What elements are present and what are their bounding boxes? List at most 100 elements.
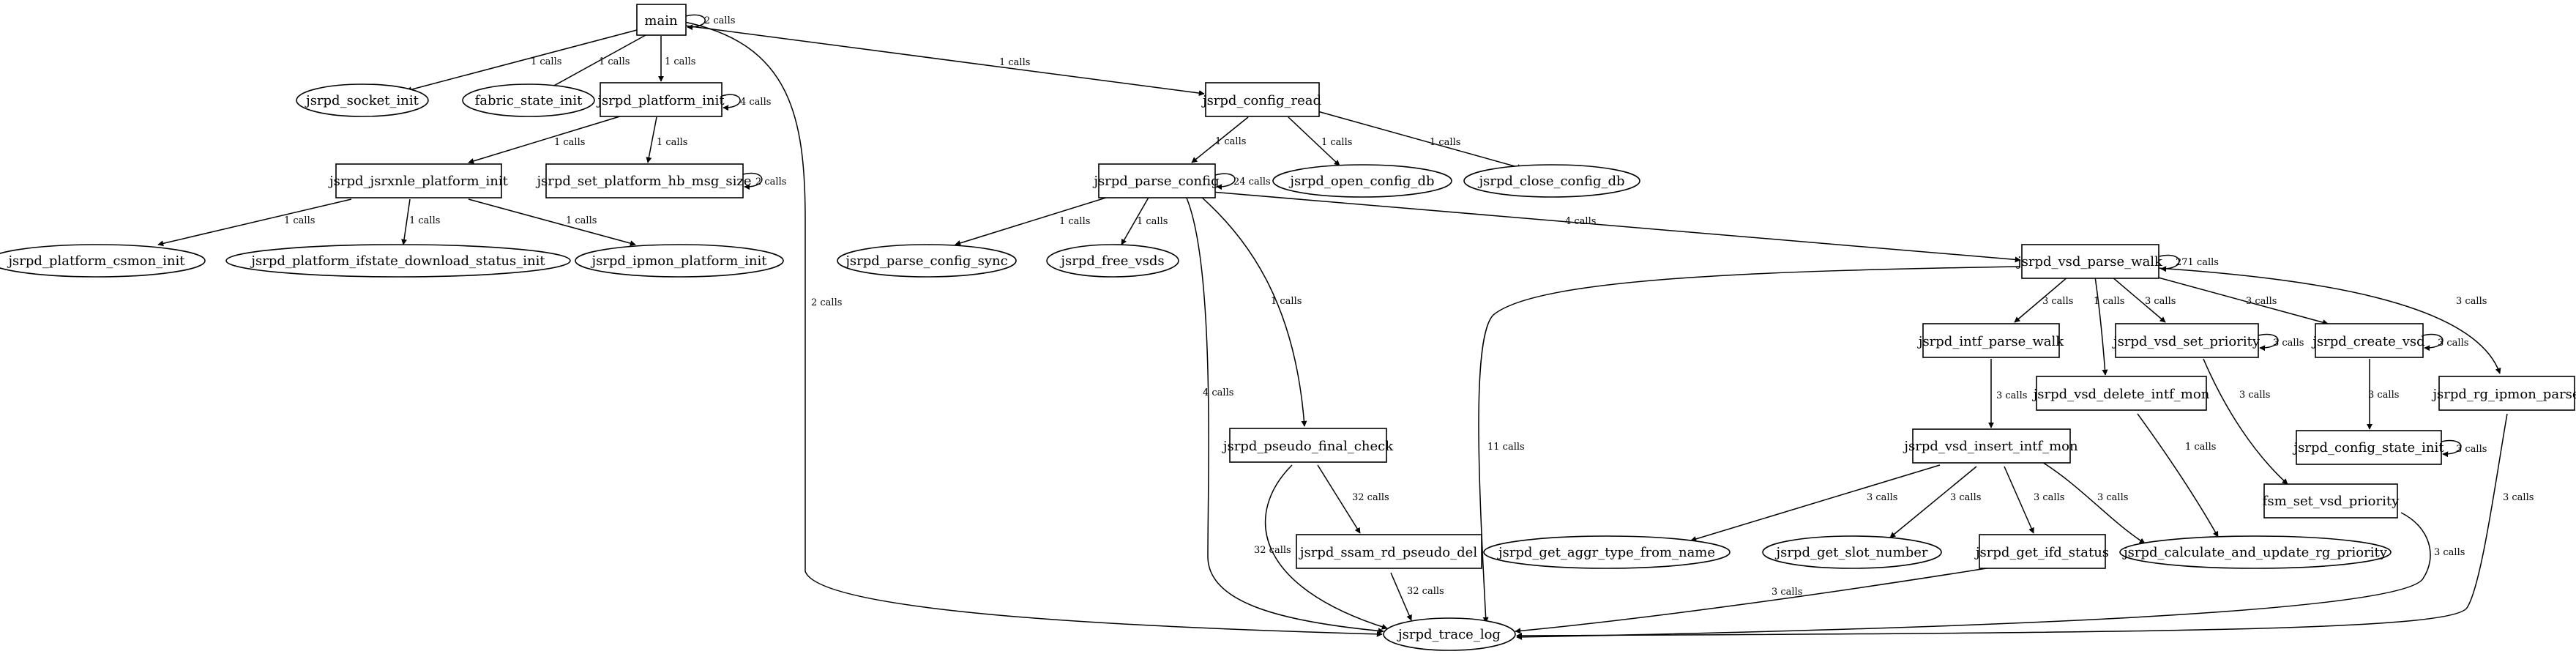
edge-jsrxnle-ipmon <box>468 198 636 246</box>
edge-label-parse-walk: 4 calls <box>1565 216 1596 227</box>
edge-label-jsrxnle-csmon: 1 calls <box>284 215 315 226</box>
edge-pseudo-trace <box>1264 464 1388 630</box>
node-create-vsd-label: jsrpd_create_vsd <box>2311 334 2424 349</box>
edge-label-main-config-read: 1 calls <box>999 57 1030 68</box>
node-platform-csmon-init[interactable]: jsrpd_platform_csmon_init <box>0 244 206 278</box>
edge-label-parse-self: 24 calls <box>1233 176 1271 187</box>
edge-parse-walk <box>1211 191 2021 263</box>
edge-insert-calc <box>2034 457 2146 544</box>
node-close-config-db-label: jsrpd_close_config_db <box>1477 174 1624 189</box>
edge-label-create-state: 3 calls <box>2368 390 2399 401</box>
edge-label-insert-aggr: 3 calls <box>1867 492 1897 503</box>
node-main[interactable]: main <box>636 4 687 36</box>
node-vsd-insert-intf-mon[interactable]: jsrpd_vsd_insert_intf_mon <box>1903 428 2078 464</box>
node-get-ifd-status[interactable]: jsrpd_get_ifd_status <box>1974 534 2109 569</box>
edge-label-main-trace: 2 calls <box>811 297 842 308</box>
node-jsrxnle-platform-init-label: jsrpd_jsrxnle_platform_init <box>328 174 509 189</box>
edge-configread-open <box>1288 116 1340 166</box>
edge-label-walk-self: 271 calls <box>2176 257 2219 268</box>
edge-label-pseudo-trace: 32 calls <box>1254 545 1291 556</box>
edge-label-platform-self: 4 calls <box>740 97 771 108</box>
node-get-ifd-status-label: jsrpd_get_ifd_status <box>1974 545 2109 560</box>
node-ssam-rd-pseudo-del-label: jsrpd_ssam_rd_pseudo_del <box>1299 545 1477 560</box>
edge-state-self <box>2441 439 2462 458</box>
nodes: main jsrpd_socket_init fabric_state_init… <box>0 4 2576 651</box>
edge-label-main-self: 2 calls <box>704 15 735 26</box>
node-parse-config-sync[interactable]: jsrpd_parse_config_sync <box>837 244 1017 278</box>
edge-label-hb-self: 2 calls <box>755 176 786 187</box>
edge-delete-calc <box>2137 413 2219 538</box>
node-config-read[interactable]: jsrpd_config_read <box>1201 82 1321 117</box>
edge-label-main-fabric: 1 calls <box>599 56 630 67</box>
edge-walk-rg <box>2157 267 2501 374</box>
node-get-aggr-type-from-name[interactable]: jsrpd_get_aggr_type_from_name <box>1483 535 1731 569</box>
node-get-slot-number-label: jsrpd_get_slot_number <box>1775 545 1928 560</box>
edge-label-platform-jsrxnle: 1 calls <box>554 137 585 148</box>
edge-main-self <box>685 14 706 31</box>
edge-ifd-trace <box>1515 567 1992 634</box>
node-ssam-rd-pseudo-del[interactable]: jsrpd_ssam_rd_pseudo_del <box>1296 534 1482 569</box>
edge-parse-sync <box>955 193 1121 246</box>
edge-label-intf-insert: 3 calls <box>1996 390 2027 401</box>
node-main-label: main <box>644 13 678 29</box>
edge-configread-parse <box>1191 116 1249 163</box>
node-jsrxnle-platform-init[interactable]: jsrpd_jsrxnle_platform_init <box>328 163 509 198</box>
edge-insert-ifd <box>2004 466 2034 534</box>
edge-insert-slot <box>1889 466 1977 538</box>
edge-label-configread-close: 1 calls <box>1430 137 1460 148</box>
node-socket-init-label: jsrpd_socket_init <box>305 93 419 108</box>
node-free-vsds[interactable]: jsrpd_free_vsds <box>1046 244 1179 278</box>
node-fsm-set-vsd-priority[interactable]: fsm_set_vsd_priority <box>2263 483 2400 519</box>
node-trace-log-label: jsrpd_trace_log <box>1397 627 1501 642</box>
edge-walk-trace <box>1478 266 2021 623</box>
edge-label-walk-setprio: 3 calls <box>2145 296 2176 307</box>
edge-label-jsrxnle-ifstate: 1 calls <box>409 215 440 226</box>
edge-label-create-self: 3 calls <box>2438 338 2468 349</box>
edge-label-parse-free: 1 calls <box>1137 216 1168 227</box>
node-parse-config-label: jsrpd_parse_config <box>1092 174 1219 189</box>
node-ipmon-platform-init-label: jsrpd_ipmon_platform_init <box>590 253 767 269</box>
node-vsd-delete-intf-mon[interactable]: jsrpd_vsd_delete_intf_mon <box>2032 376 2210 411</box>
edge-label-ifd-trace: 3 calls <box>1772 587 1802 598</box>
node-set-platform-hb-msg-size-label: jsrpd_set_platform_hb_msg_size <box>535 174 751 189</box>
edge-setprio-fsm <box>2203 358 2288 485</box>
node-open-config-db-label: jsrpd_open_config_db <box>1288 174 1434 189</box>
edge-label-jsrxnle-ipmon: 1 calls <box>566 215 597 226</box>
node-parse-config[interactable]: jsrpd_parse_config <box>1092 163 1220 198</box>
node-pseudo-final-check[interactable]: jsrpd_pseudo_final_check <box>1222 428 1394 463</box>
node-platform-init[interactable]: jsrpd_platform_init <box>596 82 725 117</box>
node-config-state-init[interactable]: jsrpd_config_state_init <box>2293 430 2445 465</box>
node-platform-ifstate-download-status-init-label: jsrpd_platform_ifstate_download_status_i… <box>250 253 545 269</box>
node-platform-ifstate-download-status-init[interactable]: jsrpd_platform_ifstate_download_status_i… <box>225 244 571 278</box>
node-calculate-and-update-rg-priority[interactable]: jsrpd_calculate_and_update_rg_priority <box>2119 535 2392 569</box>
node-rg-ipmon-parse[interactable]: jsrpd_rg_ipmon_parse <box>2431 376 2576 411</box>
node-socket-init[interactable]: jsrpd_socket_init <box>296 83 429 117</box>
node-fabric-state-init[interactable]: fabric_state_init <box>462 83 595 117</box>
edge-label-state-self: 3 calls <box>2456 444 2487 455</box>
node-open-config-db[interactable]: jsrpd_open_config_db <box>1272 164 1452 198</box>
node-create-vsd[interactable]: jsrpd_create_vsd <box>2311 323 2425 358</box>
node-vsd-parse-walk[interactable]: jsrpd_vsd_parse_walk <box>2016 244 2163 279</box>
node-trace-log[interactable]: jsrpd_trace_log <box>1383 617 1516 651</box>
edge-jsrxnle-ifstate <box>401 198 411 245</box>
node-set-platform-hb-msg-size[interactable]: jsrpd_set_platform_hb_msg_size <box>535 163 752 198</box>
node-ipmon-platform-init[interactable]: jsrpd_ipmon_platform_init <box>575 244 784 278</box>
node-intf-parse-walk[interactable]: jsrpd_intf_parse_walk <box>1917 323 2064 358</box>
node-vsd-insert-intf-mon-label: jsrpd_vsd_insert_intf_mon <box>1903 439 2078 454</box>
node-close-config-db[interactable]: jsrpd_close_config_db <box>1463 164 1640 198</box>
edge-main-socket <box>406 29 638 93</box>
edge-label-walk-create: 3 calls <box>2246 296 2277 307</box>
node-free-vsds-label: jsrpd_free_vsds <box>1059 253 1164 269</box>
node-get-aggr-type-from-name-label: jsrpd_get_aggr_type_from_name <box>1497 545 1715 560</box>
edge-label-configread-parse: 1 calls <box>1215 136 1246 147</box>
edge-create-self <box>2422 333 2444 352</box>
node-vsd-set-priority[interactable]: jsrpd_vsd_set_priority <box>2112 323 2260 358</box>
node-get-slot-number[interactable]: jsrpd_get_slot_number <box>1762 535 1942 569</box>
edge-parse-self <box>1214 173 1236 190</box>
edge-label-configread-open: 1 calls <box>1321 137 1352 148</box>
edge-label-setprio-fsm: 3 calls <box>2239 390 2270 401</box>
edge-label-parse-pseudo: 1 calls <box>1271 296 1302 307</box>
edge-fsm-trace <box>1516 512 2431 640</box>
edge-label-walk-intf: 3 calls <box>2042 296 2073 307</box>
